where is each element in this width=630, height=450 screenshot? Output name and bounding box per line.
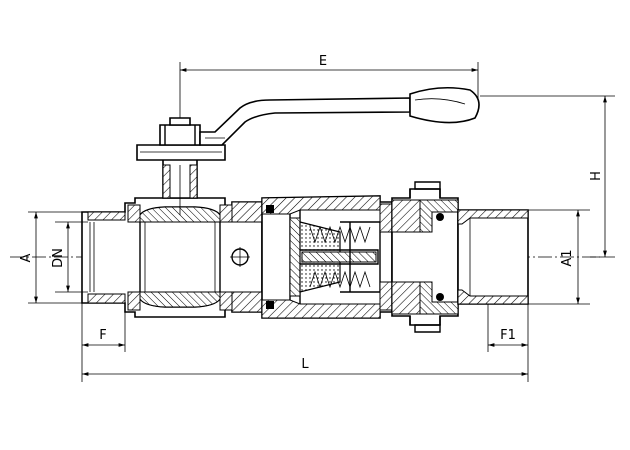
dimension-label-A1: A1 (560, 249, 575, 266)
dimension-label-F1: F1 (500, 328, 516, 343)
valve-stem (136, 117, 226, 215)
dimension-label-F: F (99, 328, 106, 343)
dimension-A1: A1 (528, 209, 590, 305)
dimension-label-E: E (319, 54, 327, 69)
dimension-DN: DN (51, 221, 88, 293)
ball-valve-body (81, 197, 263, 318)
dimension-label-H: H (589, 171, 604, 181)
dimension-A: A (19, 211, 82, 304)
dimension-label-DN: DN (51, 248, 66, 268)
dimension-label-L: L (301, 357, 309, 372)
dimension-E: E (179, 54, 479, 118)
dimension-F: F (81, 303, 126, 382)
union-tailpiece (391, 181, 529, 333)
dimension-L: L (82, 357, 528, 376)
dimension-H: H (480, 95, 615, 258)
check-valve-body (261, 195, 393, 319)
dimension-label-A: A (19, 253, 34, 262)
dimension-F1: F1 (487, 304, 529, 382)
lever-handle (199, 86, 480, 146)
